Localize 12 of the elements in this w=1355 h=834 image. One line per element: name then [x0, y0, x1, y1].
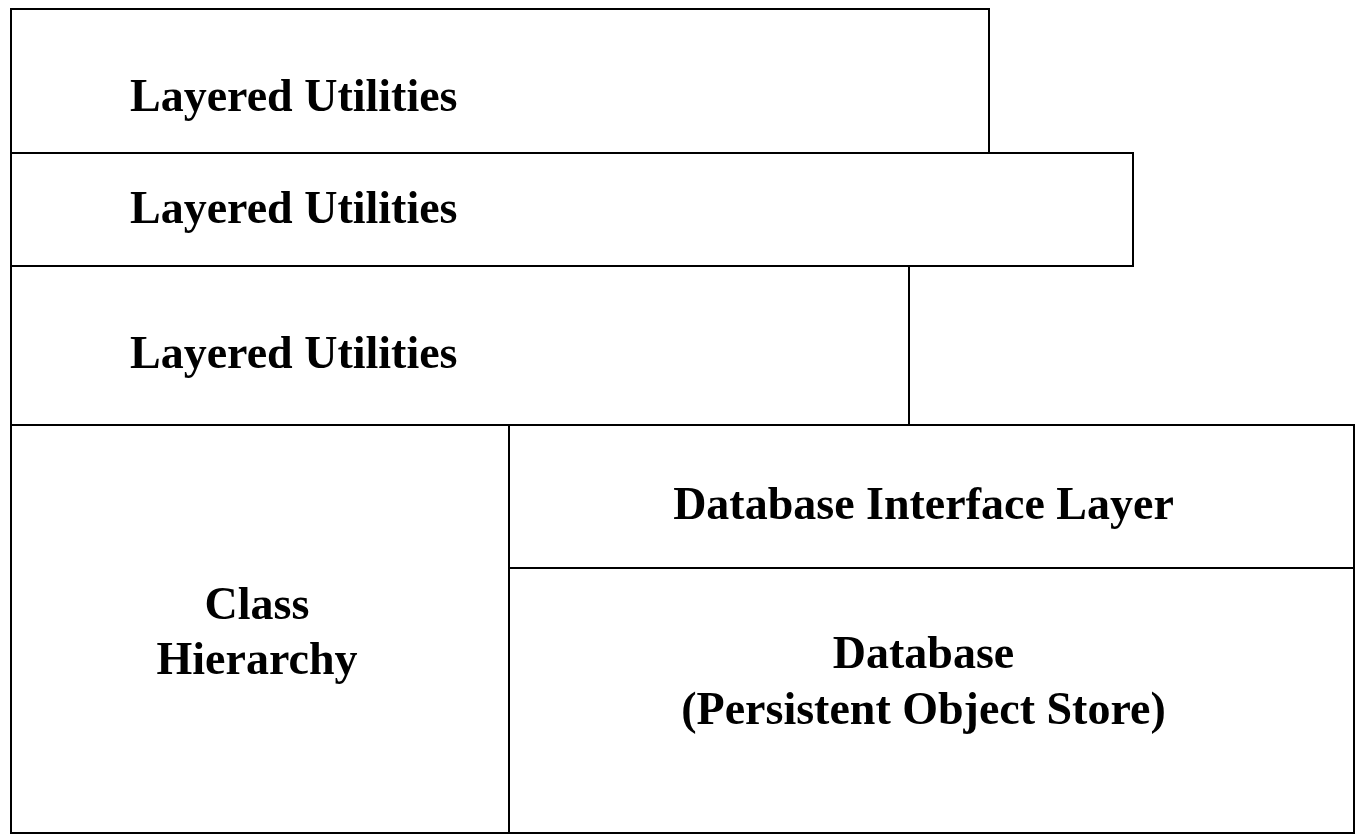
layer-label: Class Hierarchy	[155, 577, 359, 687]
layer-box	[508, 424, 1355, 569]
layer-label: Database	[831, 626, 1016, 680]
layer-box	[508, 567, 1355, 834]
layer-box	[10, 8, 990, 154]
layer-label: Database Interface Layer	[672, 477, 1175, 531]
layer-box	[10, 152, 1134, 267]
layer-label: Layered Utilities	[130, 181, 458, 235]
layer-label: (Persistent Object Store)	[680, 682, 1167, 736]
layer-label: Layered Utilities	[130, 326, 458, 380]
layer-label: Layered Utilities	[130, 69, 458, 123]
layer-box	[10, 265, 910, 426]
